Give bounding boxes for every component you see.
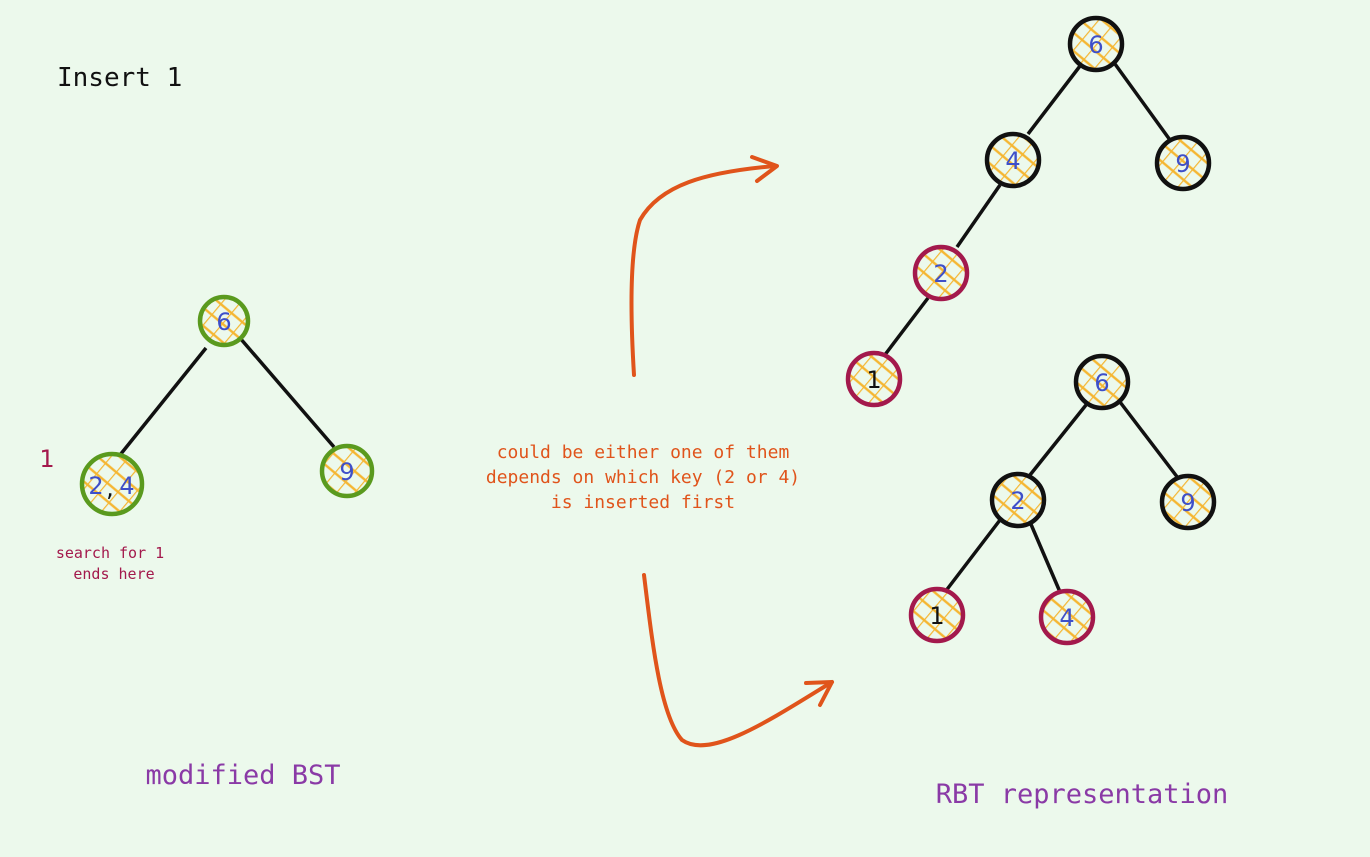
rbt-bottom-node-9: 9 (1159, 473, 1217, 531)
search-note-line1: search for 1 (56, 544, 164, 562)
rbt-bottom-edge-6-2 (1028, 403, 1088, 477)
rbt-top-tree: 6 4 9 2 1 (845, 15, 1212, 408)
rbt-caption: RBT representation (936, 779, 1229, 810)
rbt-top-node-1: 1 (845, 350, 903, 408)
rbt-bottom-node-1: 1 (908, 586, 966, 644)
rbt-top-node-4: 4 (984, 131, 1042, 189)
explanation-line3: is inserted first (551, 492, 735, 513)
bst-node-9-key: 9 (339, 458, 354, 486)
rbt-bottom-node-1-key: 1 (929, 602, 944, 630)
rbt-bottom-edge-2-1 (943, 518, 1002, 594)
bst-node-9: 9 (319, 443, 375, 499)
rbt-bottom-node-2-key: 2 (1010, 487, 1025, 515)
bst-node-key-2: 2 (88, 472, 103, 500)
rbt-top-node-6-key: 6 (1088, 31, 1103, 59)
rbt-top-edge-6-9 (1113, 62, 1172, 142)
rbt-top-node-2: 2 (912, 244, 970, 302)
bst-node-key-4: 4 (119, 472, 134, 500)
rbt-bottom-node-9-key: 9 (1180, 489, 1195, 517)
bst-node-2-4: 2 , 4 (79, 451, 145, 517)
bst-node-6-key: 6 (216, 308, 231, 336)
bst-tree: 6 2 , 4 9 (79, 294, 375, 517)
rbt-bottom-edge-6-9 (1118, 400, 1180, 480)
arrow-to-top-tree (629, 155, 779, 377)
rbt-bottom-node-4-key: 4 (1059, 604, 1074, 632)
bst-edge-6-24 (118, 346, 208, 457)
rbt-bottom-node-2: 2 (989, 471, 1047, 529)
rbt-top-node-6: 6 (1067, 15, 1125, 73)
explanation-line2: depends on which key (2 or 4) (486, 467, 800, 488)
rbt-top-edge-2-1 (882, 296, 930, 358)
rbt-top-node-9: 9 (1154, 134, 1212, 192)
search-note-line2: ends here (73, 565, 154, 583)
rbt-top-node-1-key: 1 (866, 366, 881, 394)
bst-edge-6-9 (238, 336, 336, 449)
bst-node-6: 6 (197, 294, 251, 348)
bst-node-key-separator: , (106, 474, 114, 502)
explanation-line1: could be either one of them (497, 442, 790, 463)
pending-key: 1 (39, 445, 54, 473)
page-title: Insert 1 (57, 63, 182, 93)
rbt-top-edge-6-4 (1026, 64, 1082, 136)
arrow-to-bottom-tree (642, 573, 834, 748)
rbt-bottom-node-6-key: 6 (1094, 369, 1109, 397)
rbt-bottom-edge-2-4 (1028, 521, 1062, 593)
rbt-top-edge-4-2 (955, 184, 1002, 248)
rbt-bottom-tree: 6 2 9 1 4 (908, 353, 1217, 646)
bst-caption: modified BST (145, 760, 340, 791)
rbt-bottom-node-4: 4 (1038, 588, 1096, 646)
rbt-top-node-2-key: 2 (933, 260, 948, 288)
rbt-top-node-4-key: 4 (1005, 147, 1020, 175)
rbt-top-node-9-key: 9 (1175, 150, 1190, 178)
rbt-bottom-node-6: 6 (1073, 353, 1131, 411)
